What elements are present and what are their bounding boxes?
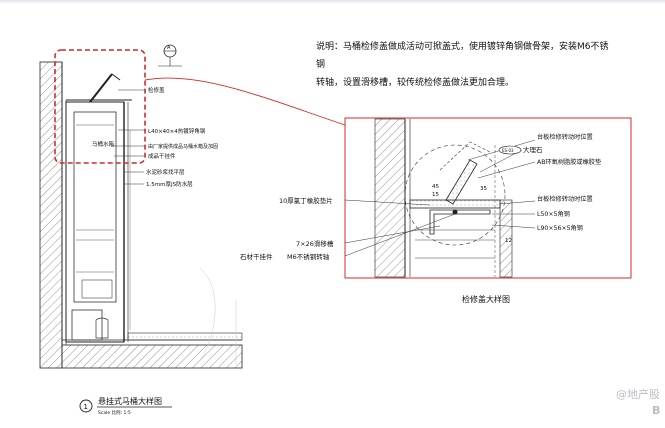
label-waterproof: 1.5mm厚JS防水层 [146, 180, 193, 188]
note-line-1: 说明：马桶检修盖做成活动可掀盖式，使用镀锌角钢做骨架，安装M6不锈钢 [316, 42, 609, 70]
toilet-tank [73, 111, 117, 303]
callout-connector [144, 77, 346, 126]
back-wall [39, 61, 63, 369]
label-open-position: 台板检修转动时位置 [537, 133, 593, 141]
label-marble: 大理石 [523, 145, 543, 154]
watermark: @地产股 [616, 388, 660, 401]
detail-title: 检修盖大样图 [462, 294, 510, 304]
dim-12: 12 [505, 238, 512, 244]
rotation-arc [404, 144, 506, 246]
label-access-cover: 检修盖 [148, 86, 165, 94]
frame-box [65, 101, 125, 343]
title-number-circle [79, 399, 93, 413]
label-hanger: 石材干挂件 [240, 252, 273, 261]
left-drawing-scale: Scale 比例: 1:5 [98, 409, 131, 416]
top-edge [0, 0, 665, 4]
label-toilet-tank: 马桶水箱 [92, 140, 115, 148]
dim-15: 15 [432, 192, 439, 198]
watermark-2: B [652, 404, 661, 417]
label-angle-1: L50×5角钢 [537, 210, 570, 218]
label-closed-position: 台板检修转动时位置 [537, 195, 593, 203]
floor-slab [61, 344, 243, 369]
ref-mark-text: A [167, 45, 171, 51]
label-shaft: M6不锈钢转轴 [287, 252, 330, 261]
note-line-2: 转轴，设置滑移槽，较传统检修盖做法更加合理。 [316, 78, 515, 88]
callout-box [54, 49, 146, 164]
label-rubber-pad: 10厚氯丁橡胶垫片 [279, 196, 333, 205]
open-lid [89, 73, 113, 103]
left-drawing-title: 悬挂式马桶大样图 [98, 396, 162, 406]
dim-45: 45 [432, 184, 439, 190]
label-fixed-tank: 由厂家提供成品马桶水箱及加固 [148, 143, 218, 150]
note-text: 说明：马桶检修盖做成活动可掀盖式，使用镀锌角钢做骨架，安装M6不锈钢 转轴，设置… [316, 38, 616, 92]
label-slot: 7×26滑移槽 [296, 239, 334, 248]
title-number: 1 [84, 403, 88, 411]
access-cover-detail: 45 15 35 12 台板检修转动时位置 ES-03 大理石 AB环氧树脂胶或… [240, 117, 632, 304]
label-angle-2: L90×56×5角钢 [537, 224, 583, 232]
marble-code: ES-03 [502, 148, 514, 153]
marble-code-badge [498, 145, 522, 155]
toilet-section-drawing: A 检修盖 L40×40×4热镀锌角钢 马桶水箱 由厂家提供成品马桶水箱及加固 … [39, 44, 243, 416]
dim-35: 35 [480, 186, 487, 192]
label-angle-steel: L40×40×4热镀锌角钢 [148, 127, 206, 135]
label-leveling: 水泥砂浆找平层 [146, 168, 185, 176]
label-finished-hanger: 成品干挂件 [148, 152, 176, 160]
stone-plate-open [445, 159, 478, 205]
label-ab-glue: AB环氧树脂胶或橡胶垫 [537, 158, 602, 166]
